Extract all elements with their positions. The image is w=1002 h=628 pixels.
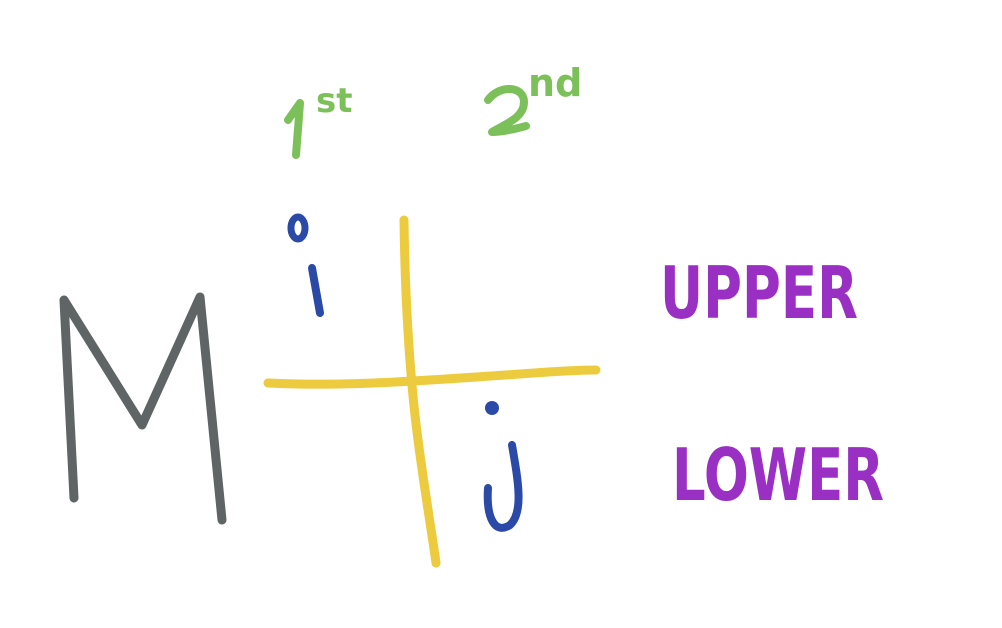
col-index-label: j — [499, 472, 503, 483]
index-labels: i j — [287, 213, 523, 532]
second-label-suffix: nd — [528, 61, 582, 105]
i-dot — [287, 213, 309, 243]
matrix-m-strokes — [59, 292, 227, 525]
cross-axes — [263, 215, 601, 568]
second-two-stroke — [484, 85, 530, 136]
j-dot — [485, 401, 499, 415]
first-one-stroke — [284, 99, 304, 159]
j-hook — [483, 441, 523, 532]
order-labels: st 1st nd 2nd — [284, 61, 582, 159]
horizontal-axis — [263, 365, 601, 389]
lower-label: LOWER — [672, 433, 884, 517]
i-stem — [308, 264, 324, 317]
vertical-axis — [399, 215, 441, 568]
triangle-words: UPPER LOWER — [660, 251, 884, 517]
upper-label: UPPER — [660, 251, 858, 335]
first-label-suffix: st — [316, 81, 353, 121]
matrix-m-letter: M — [59, 292, 227, 525]
